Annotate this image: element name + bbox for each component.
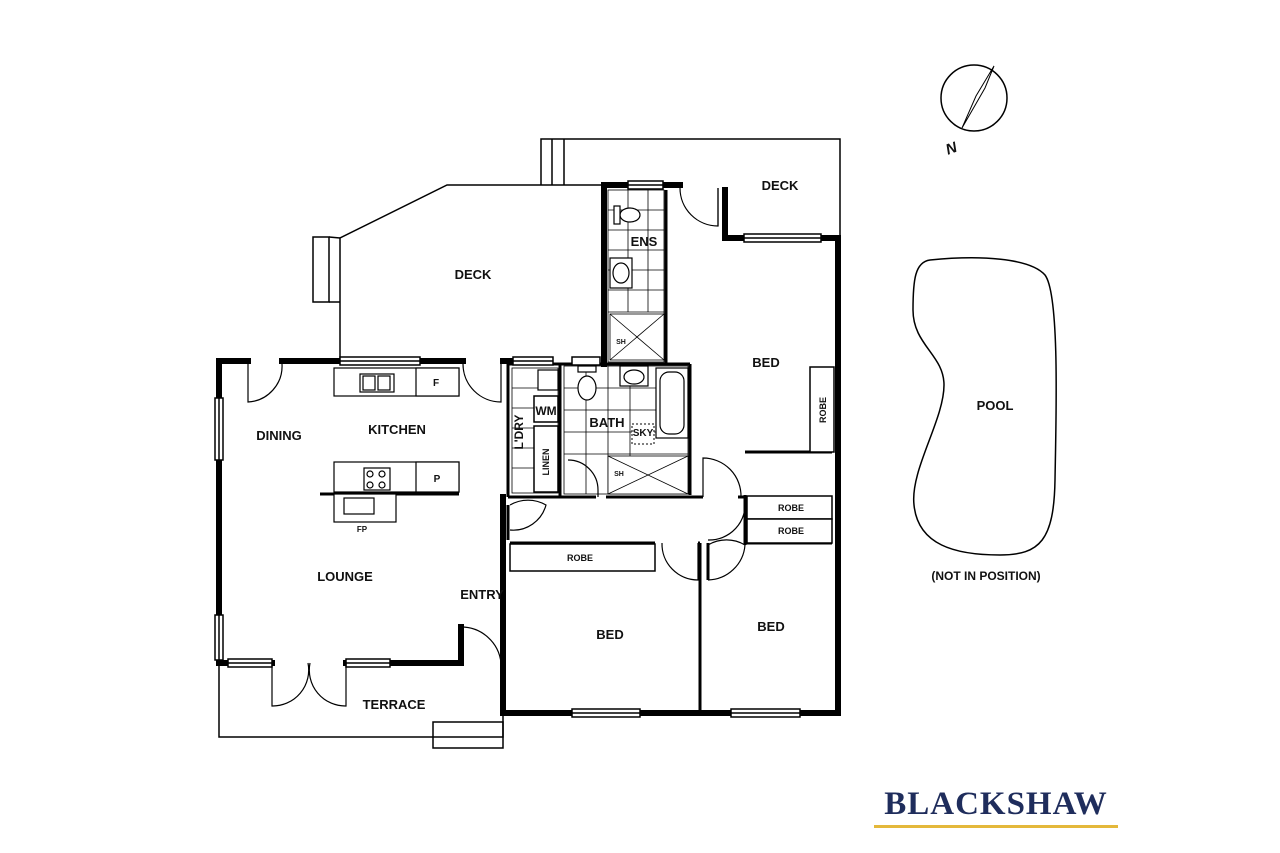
label-linen: LINEN <box>541 449 551 476</box>
label-dining: DINING <box>256 428 302 443</box>
label-deck-ne: DECK <box>762 178 799 193</box>
deck-outlines <box>218 138 841 749</box>
label-bed-master: BED <box>752 355 779 370</box>
brand-underline <box>874 825 1118 828</box>
kitchen-fixtures <box>320 367 460 523</box>
label-robe-bed3b: ROBE <box>778 526 804 536</box>
walls <box>216 182 841 716</box>
label-bath: BATH <box>589 415 624 430</box>
label-bed3: BED <box>757 619 784 634</box>
robes <box>509 366 835 572</box>
label-bed2: BED <box>596 627 623 642</box>
label-shower-bath: SH <box>614 471 624 478</box>
label-robe-bed2: ROBE <box>567 553 593 563</box>
label-fridge: F <box>433 378 439 389</box>
room-labels: DECK DECK ENS BED ROBE KITCHEN DINING F … <box>256 139 1040 712</box>
label-sky: SKY <box>633 428 654 439</box>
bath-fixtures <box>511 365 689 495</box>
label-robe-master: ROBE <box>818 397 828 423</box>
north-arrow <box>940 64 1008 132</box>
windows <box>214 180 822 718</box>
doors <box>247 187 746 707</box>
label-shower-ens: SH <box>616 339 626 346</box>
label-fp: FP <box>357 525 368 534</box>
label-deck-main: DECK <box>455 267 492 282</box>
ensuite-fixtures <box>607 189 665 363</box>
label-ens: ENS <box>631 234 658 249</box>
label-lounge: LOUNGE <box>317 569 373 584</box>
label-wm: WM <box>535 404 556 418</box>
pool-outline <box>912 257 1057 556</box>
label-north: N <box>943 139 960 159</box>
label-terrace: TERRACE <box>363 697 426 712</box>
label-robe-bed3a: ROBE <box>778 503 804 513</box>
label-pantry: P <box>434 474 441 485</box>
label-pool: POOL <box>977 398 1014 413</box>
label-pool-note: (NOT IN POSITION) <box>931 569 1040 583</box>
label-entry: ENTRY <box>460 587 504 602</box>
label-kitchen: KITCHEN <box>368 422 426 437</box>
brand-logo: BLACKSHAW <box>884 786 1108 822</box>
label-laundry: L'DRY <box>512 414 526 449</box>
